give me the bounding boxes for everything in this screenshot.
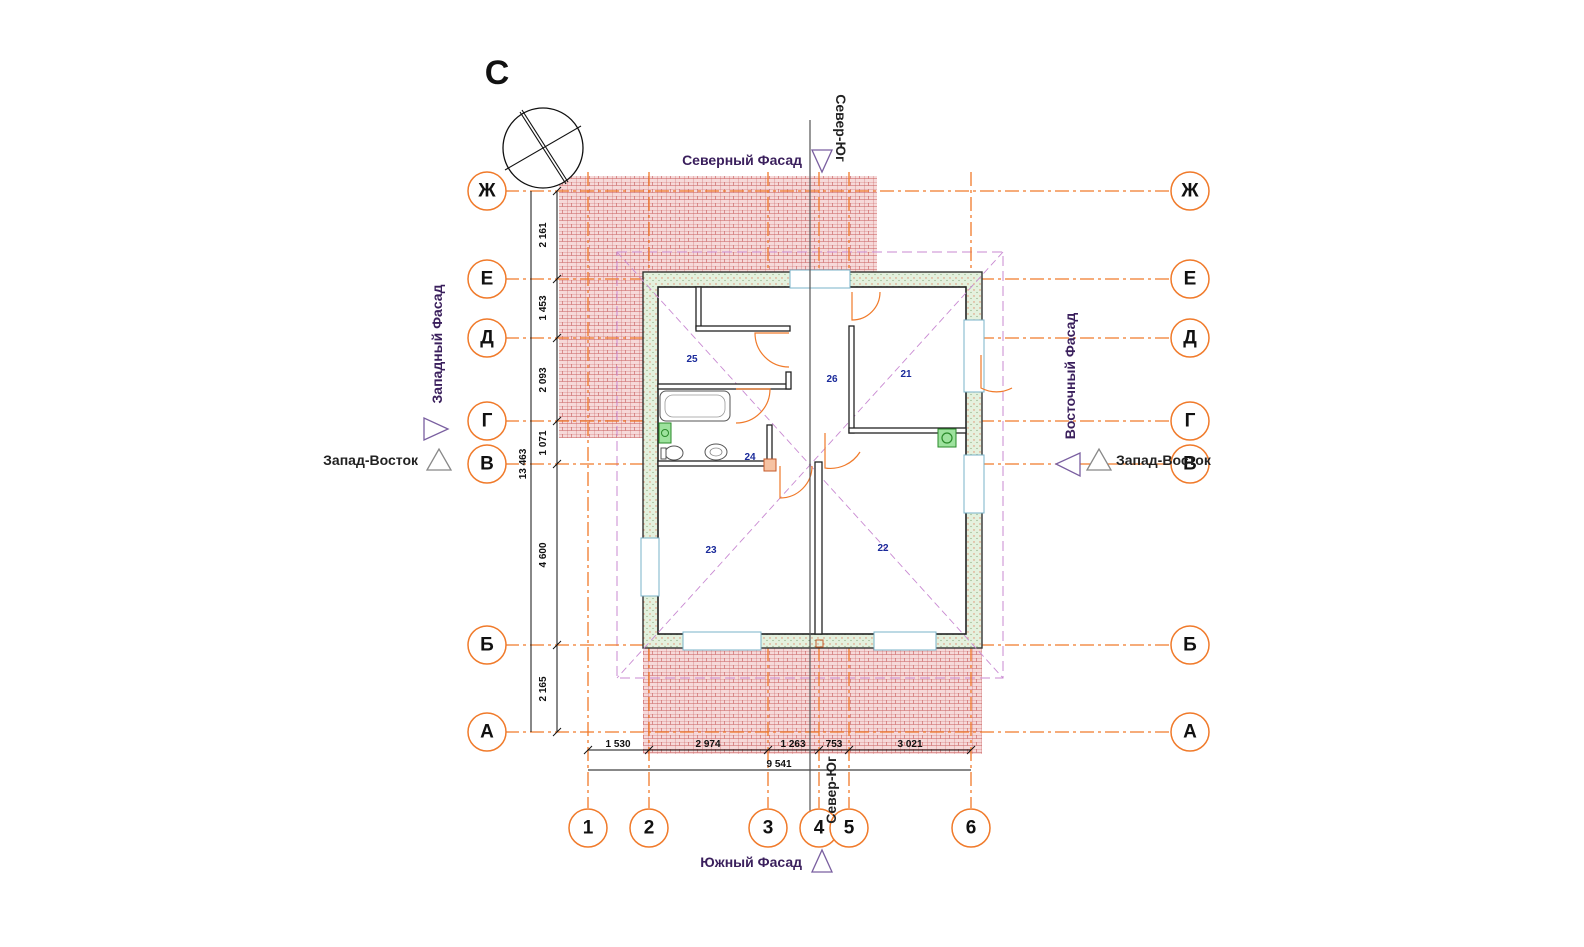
facade-west-label: Западный Фасад: [429, 284, 445, 403]
column-marker: [815, 639, 824, 648]
axis-row-e-right: Е: [1184, 269, 1197, 290]
compass: С: [485, 54, 584, 189]
axis-row-zh-right: Ж: [1180, 181, 1199, 202]
north-label: С: [485, 54, 510, 92]
door-bath: [754, 332, 790, 368]
partition-bath-mid-h: [657, 383, 791, 390]
bathtub-inner: [664, 394, 726, 418]
partition-bath-top-h: [695, 325, 791, 332]
room-number-24: 24: [744, 452, 756, 463]
partition-hall-v: [785, 371, 792, 390]
axis-row-b-left: Б: [480, 635, 494, 656]
axis-col-2: 2: [644, 818, 655, 839]
section-marker-left: [425, 447, 453, 471]
window-south-right: [873, 631, 937, 651]
building: [616, 251, 1013, 679]
axis-row-a-left: А: [480, 722, 494, 743]
door-east: [980, 355, 1013, 393]
roof-tiles: [559, 176, 982, 754]
section-north-south-bottom: Север-Юг: [823, 756, 839, 824]
axis-row-a-right: А: [1183, 722, 1197, 743]
facade-west-marker: [423, 416, 450, 442]
axis-col-5: 5: [844, 818, 855, 839]
facade-labels: Северный Фасад Южный Фасад Западный Фаса…: [423, 152, 1081, 870]
window-east-lower: [963, 454, 985, 514]
door-wc: [735, 388, 771, 424]
axis-col-4: 4: [814, 818, 825, 839]
horizontal-dimensions: 1 530 2 974 1 263 753 3 021 9 541: [605, 739, 922, 770]
section-labels: Запад-Восток Запад-Восток Север-Юг Север…: [323, 94, 1212, 824]
partition-room21-h: [848, 427, 967, 434]
facade-east-marker: [1054, 451, 1081, 478]
roof-south: [643, 648, 982, 754]
boiler-left: [658, 422, 672, 444]
toilet-icon: [664, 445, 684, 461]
section-marker-top: [810, 149, 834, 174]
partition-center-v: [814, 461, 823, 635]
facade-east-label: Восточный Фасад: [1062, 313, 1078, 440]
axis-row-v-left: В: [480, 454, 494, 475]
sink-icon: [704, 443, 728, 461]
dim-v-total: 13 463: [518, 448, 529, 479]
room-number-26: 26: [826, 374, 838, 385]
section-marker-bottom: [810, 848, 834, 873]
axis-row-b-right: Б: [1183, 635, 1197, 656]
section-west-east-left: Запад-Восток: [323, 452, 419, 468]
axis-col-3: 3: [763, 818, 774, 839]
axis-row-d-left: Д: [480, 328, 494, 349]
room-number-23: 23: [705, 545, 717, 556]
window-south-left: [682, 631, 762, 651]
dim-h-2: 2 974: [695, 739, 720, 750]
section-west-east-right: Запад-Восток: [1116, 452, 1212, 468]
door-room22: [824, 433, 861, 469]
axis-row-g-right: Г: [1185, 411, 1196, 432]
partition-room21-v: [848, 325, 855, 434]
axis-col-1: 1: [583, 818, 594, 839]
section-line-north-south: [809, 120, 834, 873]
axis-row-v-right: В: [1183, 454, 1197, 475]
vertical-dimensions: 2 161 1 453 2 093 1 071 4 600 2 165 13 4…: [518, 222, 549, 701]
window-west: [640, 537, 660, 597]
partition-bath-top: [695, 286, 702, 330]
facade-south-label: Южный Фасад: [700, 854, 802, 870]
section-north-south-top: Север-Юг: [833, 94, 849, 162]
dim-v-3: 2 093: [538, 367, 549, 392]
col-axes: 1 2 3 4 5 6: [568, 808, 991, 848]
axis-row-g-left: Г: [482, 411, 493, 432]
window-north: [789, 269, 851, 289]
dim-h-5: 3 021: [897, 739, 922, 750]
dim-v-1: 2 161: [538, 222, 549, 247]
door-room23: [779, 465, 813, 499]
bathtub: [659, 390, 731, 422]
facade-north-label: Северный Фасад: [682, 152, 802, 168]
axis-row-e-left: Е: [481, 269, 494, 290]
dim-v-5: 4 600: [538, 542, 549, 567]
boiler-right: [937, 428, 957, 448]
dim-h-4: 753: [826, 739, 843, 750]
section-marker-right: [1085, 447, 1113, 471]
dimension-lines: [530, 186, 976, 771]
chimney: [763, 458, 777, 472]
roof-north: [559, 176, 877, 272]
roof-west: [559, 272, 643, 438]
room-number-22: 22: [877, 543, 889, 554]
axis-row-d-right: Д: [1183, 328, 1197, 349]
room-number-21: 21: [900, 369, 912, 380]
window-east-upper: [963, 319, 985, 393]
dim-h-1: 1 530: [605, 739, 630, 750]
axis-row-zh-left: Ж: [477, 181, 496, 202]
axis-col-6: 6: [966, 818, 977, 839]
room-numbers: 25 26 21 24 23 22: [686, 354, 912, 556]
row-axes: Ж Ж Е Е Д Д Г Г В В Б Б А А: [467, 171, 1210, 752]
dim-v-6: 2 165: [538, 676, 549, 701]
door-room21: [851, 291, 881, 321]
dim-v-4: 1 071: [538, 430, 549, 455]
dim-h-total: 9 541: [766, 759, 791, 770]
dim-h-3: 1 263: [780, 739, 805, 750]
dim-v-2: 1 453: [538, 295, 549, 320]
room-number-25: 25: [686, 354, 698, 365]
